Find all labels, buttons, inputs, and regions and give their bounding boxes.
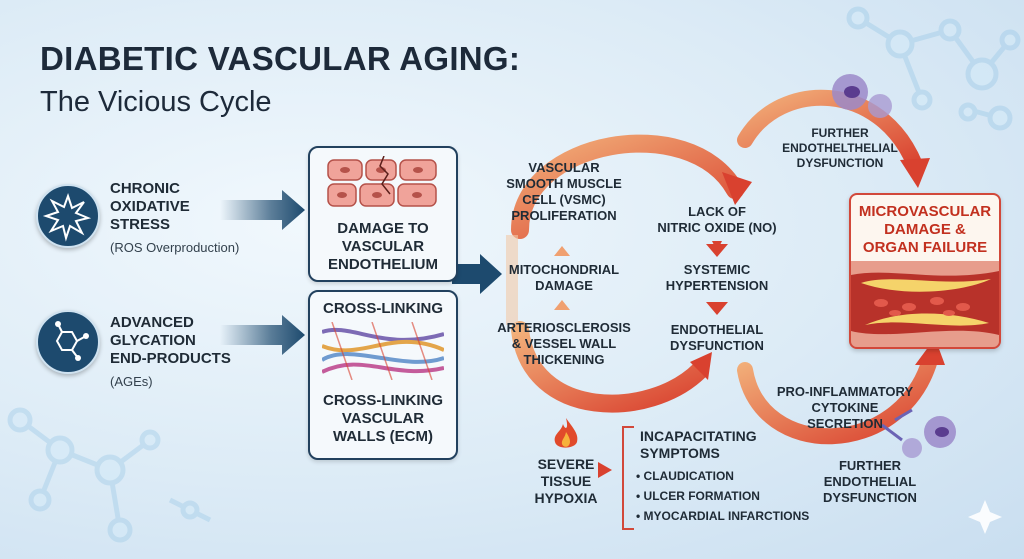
cells-icon [327, 156, 437, 207]
cause-ages-title: ADVANCED GLYCATION END-PRODUCTS [110, 314, 231, 367]
no-label: LACK OF NITRIC OXIDE (NO) [657, 204, 777, 235]
arrow-up-arterio [554, 300, 570, 310]
cycle-arc-bottom [511, 321, 709, 413]
cytokine-marker [894, 408, 913, 422]
cause-stress-sub: (ROS Overproduction) [110, 240, 240, 255]
vsmc-label: VASCULAR SMOOTH MUSCLE CELL (VSMC) PROLI… [506, 160, 622, 223]
further-dysfunction-top-label: FURTHER ENDOTHELTHELIAL DYSFUNCTION [782, 126, 898, 170]
symptoms-title: INCAPACITATING SYMPTOMS [640, 428, 757, 461]
hypertension-label: SYSTEMIC HYPERTENSION [665, 262, 769, 293]
cause-ages-sub: (AGEs) [110, 374, 153, 389]
cause-stress-title: CHRONIC OXIDATIVE STRESS [110, 180, 190, 233]
arc-to-outcome-top [737, 89, 923, 173]
symptoms-list: • CLAUDICATION • ULCER FORMATION • MYOCA… [636, 466, 809, 526]
molecule-decor-top-right [846, 6, 1021, 131]
arrow-hypoxia-to-symptoms [598, 462, 612, 478]
arrow-stress-to-endothelium [220, 190, 305, 230]
list-item: • MYOCARDIAL INFARCTIONS [636, 509, 810, 523]
sparkle-icon [968, 500, 1002, 534]
cycle-arc-top [511, 134, 744, 239]
crosslink-top-label: CROSS-LINKING [323, 300, 443, 317]
immune-cell-icon [832, 74, 956, 458]
endothelium-damage-box: DAMAGE TO VASCULAR ENDOTHELIUM [308, 146, 458, 282]
crosslink-box: CROSS-LINKING CROSS-LINKING VASCULAR WAL… [308, 290, 458, 460]
cytokine-label: PRO-INFLAMMATORY CYTOKINE SECRETION [776, 384, 914, 431]
organ-failure-label: MICROVASCULAR DAMAGE & ORGAN FAILURE [858, 203, 992, 256]
further-dysfunction-bottom-label: FURTHER ENDOTHELIAL DYSFUNCTION [823, 458, 917, 505]
arrow-ages-to-crosslink [220, 315, 305, 355]
endothelial-dysfunction-label: ENDOTHELIAL DYSFUNCTION [670, 322, 764, 353]
arrow-boxes-to-cycle [452, 254, 502, 294]
symptoms-bracket [622, 426, 634, 530]
molecule-decor-bottom-left [7, 407, 212, 543]
flame-icon [554, 418, 578, 448]
organ-failure-box: MICROVASCULAR DAMAGE & ORGAN FAILURE [849, 193, 1001, 349]
arterio-label: ARTERIOSCLEROSIS & VESSEL WALL THICKENIN… [497, 320, 631, 367]
endothelium-damage-label: DAMAGE TO VASCULAR ENDOTHELIUM [328, 220, 438, 273]
list-item: • ULCER FORMATION [636, 489, 760, 503]
arrow-down-hyper-a [706, 244, 728, 257]
arrow-up-mito [554, 246, 570, 256]
molecule-icon [36, 310, 100, 374]
fibers-icon [322, 322, 444, 380]
mito-label: MITOCHONDRIAL DAMAGE [508, 262, 620, 293]
page-title: DIABETIC VASCULAR AGING: [40, 40, 521, 77]
page-subtitle: The Vicious Cycle [40, 86, 272, 118]
blood-vessel-icon [851, 261, 999, 347]
arrow-down-hyper-b [706, 302, 728, 315]
hypoxia-label: SEVERE TISSUE HYPOXIA [534, 456, 598, 506]
list-item: • CLAUDICATION [636, 469, 734, 483]
crosslink-label: CROSS-LINKING VASCULAR WALLS (ECM) [323, 392, 443, 445]
arc-to-outcome-bottom [737, 352, 938, 445]
starburst-icon [36, 184, 100, 248]
